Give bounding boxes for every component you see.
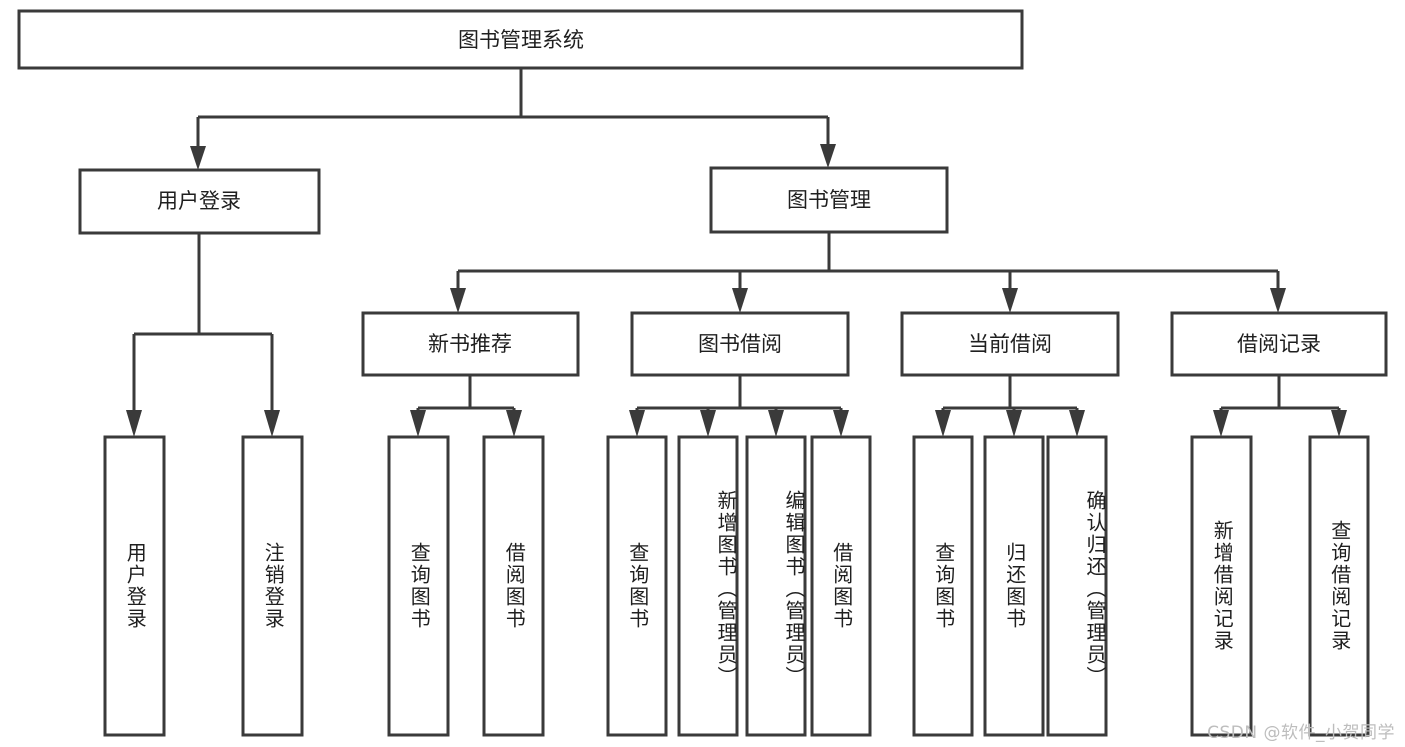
arrow-bm-to-borrow-record (1270, 288, 1286, 313)
node-borrow-record-label: 借阅记录 (1237, 332, 1321, 356)
arrow-root-to-user-login (190, 146, 206, 170)
leaf-query-book-1-box[interactable] (387, 435, 450, 737)
arrow-bb-leaf-4 (833, 410, 849, 437)
node-new-book-recommend-label: 新书推荐 (428, 332, 512, 356)
arrow-bb-leaf-1 (629, 410, 645, 437)
leaf-add-borrow-record-box[interactable] (1190, 435, 1253, 737)
leaf-node-layer (103, 435, 1370, 737)
arrow-nbr-leaf-2 (506, 410, 522, 437)
arrow-root-to-book-management (820, 144, 836, 168)
arrow-bb-leaf-3 (768, 410, 784, 437)
arrow-user-login-leaf-1 (126, 410, 142, 437)
arrow-nbr-leaf-1 (410, 410, 426, 437)
node-new-book-recommend[interactable]: 新书推荐 (361, 311, 580, 377)
node-current-borrow[interactable]: 当前借阅 (900, 311, 1120, 377)
node-borrow-record[interactable]: 借阅记录 (1170, 311, 1388, 377)
arrow-cb-leaf-3 (1069, 410, 1085, 437)
node-new-book-recommend-box[interactable] (361, 311, 580, 377)
node-book-management[interactable]: 图书管理 (709, 166, 949, 234)
leaf-query-borrow-record-box[interactable] (1308, 435, 1370, 737)
arrow-bm-to-current-borrow (1002, 288, 1018, 313)
node-book-borrow-box[interactable] (630, 311, 850, 377)
node-root-title[interactable]: 图书管理系统 (17, 9, 1024, 70)
leaf-confirm-return-admin-box[interactable] (1046, 435, 1108, 737)
leaf-edit-book-admin-box[interactable] (745, 435, 807, 737)
leaf-return-book-box[interactable] (983, 435, 1045, 737)
csdn-watermark: CSDN @软件_小贺同学 (1207, 723, 1395, 743)
node-book-borrow[interactable]: 图书借阅 (630, 311, 850, 377)
node-root-title-label: 图书管理系统 (458, 28, 584, 52)
node-user-login[interactable]: 用户登录 (78, 168, 321, 235)
node-user-login-label: 用户登录 (157, 189, 241, 213)
arrow-user-login-leaf-2 (264, 410, 280, 437)
node-root-title-box[interactable] (17, 9, 1024, 70)
leaf-logout-login-box[interactable] (241, 435, 304, 737)
node-current-borrow-label: 当前借阅 (968, 332, 1052, 356)
node-book-borrow-label: 图书借阅 (698, 332, 782, 356)
leaf-borrow-book-2-box[interactable] (810, 435, 872, 737)
leaf-user-login-box[interactable] (103, 435, 166, 737)
connector-layer (126, 68, 1347, 437)
node-book-management-box[interactable] (709, 166, 949, 234)
node-current-borrow-box[interactable] (900, 311, 1120, 377)
leaf-add-book-admin-box[interactable] (677, 435, 739, 737)
arrow-bm-to-book-borrow (732, 288, 748, 313)
arrow-bm-to-new-book-recommend (450, 288, 466, 313)
arrow-br-leaf-2 (1331, 410, 1347, 437)
leaf-query-book-3-box[interactable] (912, 435, 974, 737)
arrow-cb-leaf-2 (1006, 410, 1022, 437)
node-user-login-box[interactable] (78, 168, 321, 235)
node-book-management-label: 图书管理 (787, 188, 871, 212)
arrow-bb-leaf-2 (700, 410, 716, 437)
leaf-query-book-2-box[interactable] (606, 435, 668, 737)
leaf-borrow-book-1-box[interactable] (482, 435, 545, 737)
arrow-br-leaf-1 (1213, 410, 1229, 437)
node-borrow-record-box[interactable] (1170, 311, 1388, 377)
arrow-cb-leaf-1 (935, 410, 951, 437)
